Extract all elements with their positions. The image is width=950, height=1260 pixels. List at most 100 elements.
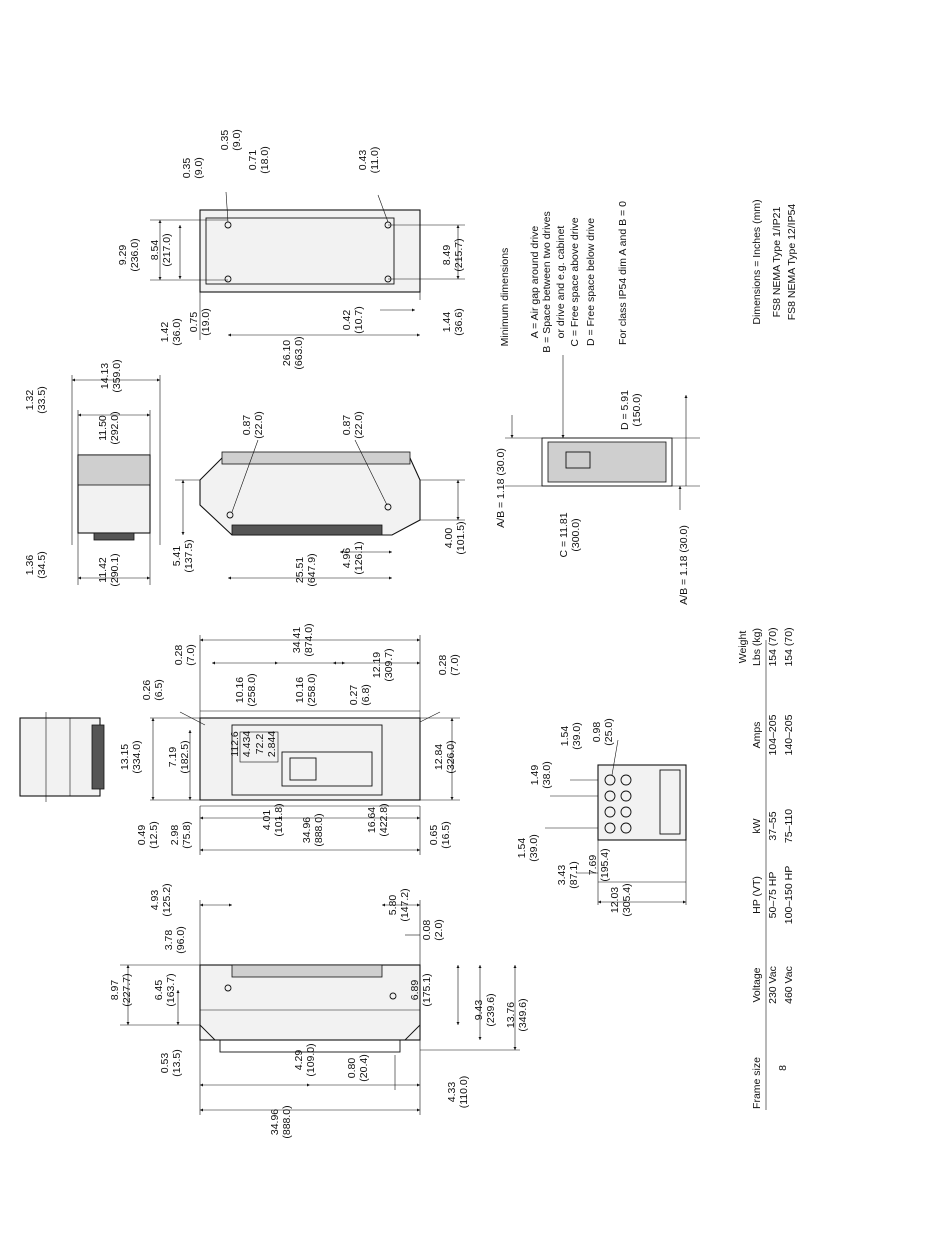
conduit-hole [604, 822, 616, 834]
front-view-dimension-label: 4.93(125.2) [149, 883, 173, 916]
clearance-label-d: D = 5.91(150.0) [619, 390, 643, 430]
clearance-label-ab-top: A/B = 1.18 (30.0) [495, 448, 507, 528]
mounting-middle-drawing [175, 439, 465, 580]
notes-units: Dimensions = Inches (mm) [751, 199, 763, 324]
conduit-hole [604, 806, 616, 818]
mounting-middle-bottom-rail [231, 524, 383, 536]
keypad-dimension-label: 72.22.844 [254, 731, 278, 757]
front-view-dimension-label: 6.89(175.1) [409, 973, 433, 1006]
mounting-bottom-dimension-label: 0.35(9.0) [219, 129, 243, 151]
mounting-bottom-dimension-label: 26.10(663.0) [281, 336, 305, 369]
front-view-dimension-label: 5.80(147.2) [387, 888, 411, 921]
table-cell: 50–75 HP [767, 872, 779, 919]
end-view-fan [91, 724, 105, 790]
side-view-dimension-label: 10.16(258.0) [294, 673, 318, 706]
mounting-top-section [77, 454, 151, 486]
front-view-foot [219, 1039, 401, 1053]
mounting-bottom-dimension-label: 8.54(217.0) [149, 233, 173, 266]
clearance-drive [547, 441, 667, 483]
front-view-body [199, 964, 421, 1041]
front-view-top-flange [231, 964, 383, 978]
table-header-frame-size: Frame size [751, 1057, 763, 1109]
table-header-kw: kW [751, 818, 763, 833]
side-view-dimension-label: 12.84(326.0) [433, 740, 457, 773]
conduit-hole [620, 822, 632, 834]
mounting-bottom-dimension-label: 0.71(18.0) [247, 146, 271, 173]
mounting-top-drawing [71, 375, 161, 585]
table-header-amps: Amps [751, 722, 763, 749]
mounting-middle-top-rail [221, 451, 411, 465]
table-header-hp: HP (VT) [751, 876, 763, 914]
table-cell: 460 Vac [783, 966, 795, 1004]
front-view-mount-hole [224, 984, 232, 992]
bottom-view-dimension-label: 1.49(38.0) [529, 761, 553, 788]
mounting-bottom-dimension-label: 0.42(10.7) [341, 306, 365, 333]
bottom-view-dimension-label: 3.43(87.1) [556, 861, 580, 888]
mounting-middle-body [199, 457, 421, 536]
mounting-top-dimension-label: 11.42(290.1) [97, 553, 121, 586]
side-view-dimension-label: 10.16(258.0) [234, 673, 258, 706]
table-cell: 37–55 [767, 811, 779, 840]
leader-line [377, 194, 389, 223]
notes-line: B = Space between two drives [541, 211, 553, 353]
conduit-hole [620, 806, 632, 818]
mounting-middle-dimension-label: 0.87(22.0) [341, 411, 365, 438]
front-view-dimension-label: 8.97(227.7) [109, 973, 133, 1006]
side-view-dimension-label: 0.65(16.5) [428, 821, 452, 848]
dimension-labels: 0.53(13.5)34.96(888.0)4.29(109.0)0.80(20… [24, 129, 798, 1138]
mounting-hole [224, 275, 232, 283]
front-view-mount-hole [389, 992, 397, 1000]
side-view-dimension-label: 0.49(12.5) [136, 821, 160, 848]
bottom-view-dimension-label: 0.98(25.0) [591, 718, 615, 745]
mounting-middle-dimension-label: 25.51(647.9) [294, 553, 318, 586]
side-view-dimension-label: 12.19(309.7) [371, 648, 395, 681]
leader-line [354, 439, 388, 506]
keypad-dimension-label: 112.64.434 [229, 731, 253, 757]
table-cell: 230 Vac [767, 966, 779, 1004]
leader-line [611, 739, 619, 776]
mounting-bottom-dimension-label: 0.43(11.0) [357, 147, 381, 174]
mounting-middle-dimension-label: 4.00(101.5) [443, 521, 467, 554]
bottom-view-drawing [545, 739, 687, 905]
front-view-dimension-label: 4.29(109.0) [293, 1043, 317, 1076]
side-view-keypad [289, 757, 317, 781]
bottom-view-cover [659, 769, 681, 835]
leader-line [179, 711, 206, 726]
table-cell: 140–205 [783, 714, 795, 755]
mounting-hole [384, 503, 392, 511]
table-cell: 75–110 [783, 809, 795, 843]
conduit-hole [620, 774, 632, 786]
side-view-dimension-label: 0.27(6.8) [348, 684, 372, 706]
mounting-bottom-drawing [150, 191, 465, 340]
table-header-voltage: Voltage [751, 967, 763, 1002]
conduit-hole [604, 774, 616, 786]
bottom-view-dimension-label: 1.54(39.0) [559, 722, 583, 749]
notes-type: FS8 NEMA Type 1/IP21 [771, 206, 783, 317]
front-view-drawing [120, 900, 520, 1115]
notes-line: D = Free space below drive [585, 218, 597, 346]
bottom-view-dimension-label: 7.69(195.4) [587, 848, 611, 881]
clearance-diagram [505, 355, 700, 510]
table-cell: 154 (70) [783, 627, 795, 666]
side-view-dimension-label: 34.96(888.0) [301, 813, 325, 846]
table-cell: 154 (70) [767, 627, 779, 666]
front-view-dimension-label: 34.96(888.0) [269, 1105, 293, 1138]
front-view-dimension-label: 0.08(2.0) [421, 919, 445, 941]
side-view-dimension-label: 4.01(101.8) [261, 803, 285, 836]
table-header-weight-unit: Lbs (kg) [751, 628, 763, 666]
mounting-bottom-plate [199, 209, 421, 293]
conduit-hole [620, 790, 632, 802]
mounting-bottom-inner [205, 217, 395, 285]
table-header-weight: Weight [737, 631, 749, 664]
side-view-dimension-label: 2.98(75.8) [169, 821, 193, 848]
clearance-label-c: C = 11.81(300.0) [558, 512, 582, 557]
mounting-bottom-dimension-label: 9.29(236.0) [117, 238, 141, 271]
notes-title: Minimum dimensions [499, 248, 511, 347]
mounting-top-dimension-label: 1.36(34.5) [24, 551, 48, 578]
side-view-front-cover [231, 724, 383, 796]
mounting-bottom-dimension-label: 0.75(19.0) [188, 308, 212, 335]
side-view-dimension-label: 16.64(422.8) [366, 803, 390, 836]
side-view-body [199, 717, 421, 801]
side-view-dimension-label: 7.19(182.5) [167, 740, 191, 773]
